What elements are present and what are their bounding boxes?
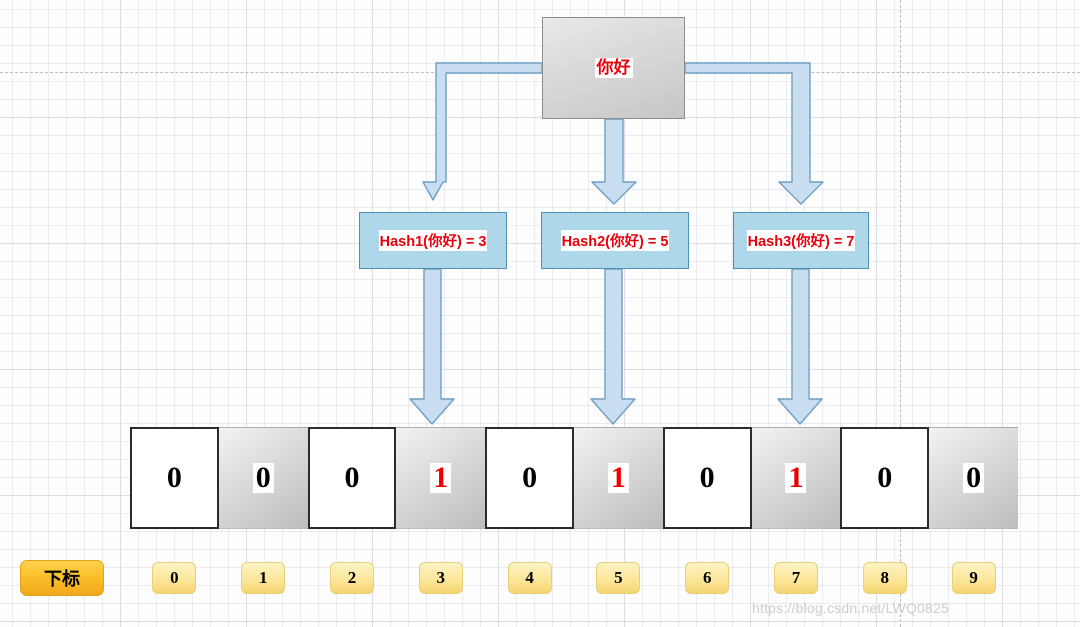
page-guide-horizontal (0, 72, 1080, 73)
index-chip-9[interactable]: 9 (951, 562, 996, 594)
index-chip-6[interactable]: 6 (685, 562, 730, 594)
bit-cell-7[interactable]: 1 (751, 427, 841, 529)
source-value-node[interactable]: 你好 (542, 17, 685, 119)
hash3-node[interactable]: Hash3(你好) = 7 (733, 212, 869, 269)
bit-value-9: 0 (963, 463, 985, 493)
bit-cell-6[interactable]: 0 (662, 427, 752, 529)
arrow-hash3-to-bit7 (777, 268, 823, 425)
index-chip-5[interactable]: 5 (596, 562, 641, 594)
arrow-source-to-hash1 (422, 62, 543, 201)
bit-cell-2[interactable]: 0 (307, 427, 397, 529)
bit-cell-0[interactable]: 0 (130, 427, 219, 529)
bit-cell-1[interactable]: 0 (218, 427, 308, 529)
arrow-hash1-to-bit3 (409, 268, 455, 425)
hash1-node[interactable]: Hash1(你好) = 3 (359, 212, 507, 269)
bit-value-6: 0 (699, 461, 715, 494)
watermark-text: https://blog.csdn.net/LWQ0825 (752, 600, 949, 616)
index-row-label: 下标 (20, 560, 104, 596)
bit-cell-3[interactable]: 1 (396, 427, 486, 529)
bit-value-3: 1 (430, 463, 452, 493)
bit-cell-4[interactable]: 0 (485, 427, 574, 529)
arrow-source-to-hash3 (684, 62, 824, 205)
bit-cell-8[interactable]: 0 (840, 427, 930, 529)
bit-cell-9[interactable]: 0 (929, 427, 1018, 529)
bit-value-1: 0 (252, 463, 274, 493)
bit-value-4: 0 (522, 461, 538, 494)
source-value-label: 你好 (594, 58, 633, 78)
hash1-label: Hash1(你好) = 3 (378, 230, 488, 251)
index-chip-8[interactable]: 8 (862, 562, 907, 594)
page-guide-vertical (900, 0, 901, 627)
bit-array: 0 0 0 1 0 1 0 1 0 0 (130, 427, 1018, 529)
bit-cell-5[interactable]: 1 (573, 427, 663, 529)
hash3-label: Hash3(你好) = 7 (746, 230, 856, 251)
index-chip-0[interactable]: 0 (152, 562, 197, 594)
bit-value-5: 1 (607, 463, 629, 493)
hash2-label: Hash2(你好) = 5 (560, 230, 670, 251)
arrow-hash2-to-bit5 (590, 268, 636, 425)
index-chip-1[interactable]: 1 (241, 562, 286, 594)
arrow-source-to-hash2 (591, 118, 637, 205)
bit-value-8: 0 (877, 461, 893, 494)
index-chip-7[interactable]: 7 (774, 562, 818, 594)
index-chip-3[interactable]: 3 (418, 562, 463, 594)
index-row: 下标 0 1 2 3 4 5 6 7 8 9 (0, 560, 1080, 600)
bit-value-0: 0 (166, 461, 182, 494)
index-chip-4[interactable]: 4 (507, 562, 552, 594)
hash2-node[interactable]: Hash2(你好) = 5 (541, 212, 689, 269)
index-chip-2[interactable]: 2 (330, 562, 374, 594)
bit-value-7: 1 (785, 463, 807, 493)
bit-value-2: 0 (344, 461, 360, 494)
